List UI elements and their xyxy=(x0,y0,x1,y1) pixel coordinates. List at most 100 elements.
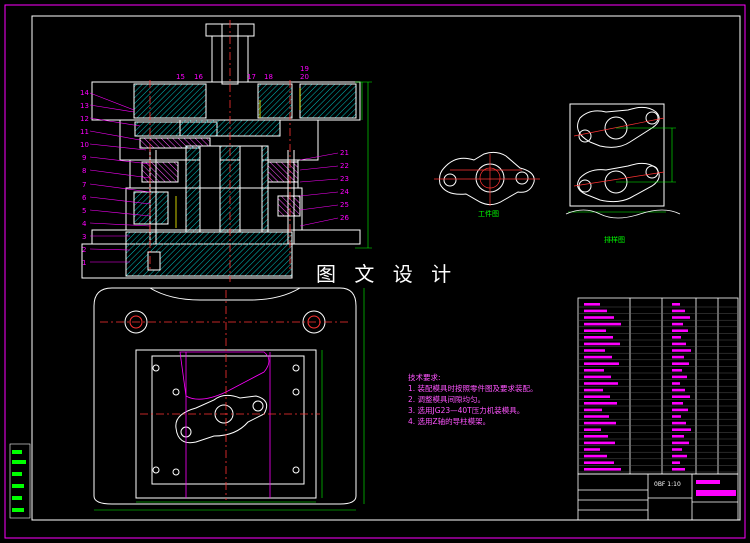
bom-row-name-mark xyxy=(672,435,684,438)
bom-row-code-mark xyxy=(584,461,614,464)
label-20: 20 xyxy=(300,73,309,81)
strip-dimensions xyxy=(568,127,676,213)
bom-row-code-mark xyxy=(584,362,619,365)
bom-row-name-mark xyxy=(672,428,691,431)
bom-row-name-mark xyxy=(672,342,686,346)
title-block xyxy=(577,473,739,521)
bom-row-name-mark xyxy=(672,362,689,365)
workpiece-view xyxy=(439,151,535,206)
bom-row-code-mark xyxy=(584,408,602,412)
bom-row-name-mark xyxy=(672,316,690,319)
bom-row-name-mark xyxy=(672,382,680,385)
bom-rows xyxy=(578,303,738,473)
bom-row-name-mark xyxy=(672,461,680,464)
bom-row-code-mark xyxy=(584,342,620,346)
bom-row-code-mark xyxy=(584,421,616,425)
label-10: 10 xyxy=(80,141,89,149)
section-centerlines xyxy=(149,20,291,282)
label-4: 4 xyxy=(82,220,87,228)
section-dimensions xyxy=(355,81,372,249)
label-8: 8 xyxy=(82,167,86,175)
label-13: 13 xyxy=(80,102,89,110)
part-labels-right: 21 22 23 24 25 26 xyxy=(340,149,349,222)
bom-row-name-mark xyxy=(672,468,685,471)
label-22: 22 xyxy=(340,162,349,170)
inner-frame xyxy=(31,15,741,521)
label-11: 11 xyxy=(80,128,89,136)
bom-row-code-mark xyxy=(584,435,608,438)
label-3: 3 xyxy=(82,233,86,241)
label-1: 1 xyxy=(82,259,86,267)
label-7: 7 xyxy=(82,181,86,189)
leaders-left xyxy=(89,92,151,263)
section-view xyxy=(81,23,361,279)
plan-dimensions xyxy=(94,288,365,511)
title-block-magenta-bar xyxy=(696,490,736,496)
tech-note-2: 2. 调整模具间隙均匀。 xyxy=(408,395,486,404)
bom-row-name-mark xyxy=(672,421,686,425)
bom-row-code-mark xyxy=(584,329,606,332)
label-17: 17 xyxy=(247,73,256,81)
strip-layout-view xyxy=(569,103,665,207)
part-labels-left: 14 13 12 11 10 9 8 7 6 5 4 3 2 1 xyxy=(80,89,89,267)
outer-frame xyxy=(4,4,746,539)
tech-notes-title: 技术要求: xyxy=(408,373,441,382)
bom-row-code-mark xyxy=(584,382,618,385)
label-5: 5 xyxy=(82,207,86,215)
plan-view xyxy=(93,287,357,505)
bom-row-code-mark xyxy=(584,395,610,398)
bom-row-code-mark xyxy=(584,454,607,458)
label-2: 2 xyxy=(82,246,86,254)
bom-row-code-mark xyxy=(584,388,603,392)
watermark: 图 文 设 计 xyxy=(316,262,458,286)
label-18: 18 xyxy=(264,73,273,81)
label-9: 9 xyxy=(82,154,86,162)
title-block-scale: 0BF 1:10 xyxy=(654,481,681,488)
side-stamp xyxy=(9,443,31,519)
tech-note-1: 1. 装配模具时按照零件图及要求装配。 xyxy=(408,384,538,393)
layout-view-title: 排样图 xyxy=(604,235,625,244)
label-25: 25 xyxy=(340,201,349,209)
bom-row-name-mark xyxy=(672,402,683,405)
tech-note-4: 4. 选用Z轴的导柱模架。 xyxy=(408,417,491,426)
label-16: 16 xyxy=(194,73,203,81)
strip-centerlines xyxy=(573,117,665,187)
label-21: 21 xyxy=(340,149,349,157)
part-labels-top: 15 16 17 18 19 20 xyxy=(176,65,309,81)
label-14: 14 xyxy=(80,89,89,97)
workpiece-view-title: 工件图 xyxy=(478,209,499,218)
bom-row-name-mark xyxy=(672,369,682,372)
bom-row-code-mark xyxy=(584,355,612,359)
label-26: 26 xyxy=(340,214,349,222)
bom-row-name-mark xyxy=(672,349,691,352)
bom-row-code-mark xyxy=(584,316,614,319)
title-block-magenta-bar-2 xyxy=(696,480,720,484)
bom-row-code-mark xyxy=(584,441,615,445)
bom-row-code-mark xyxy=(584,468,621,471)
bom-row-name-mark xyxy=(672,322,683,326)
bom-row-code-mark xyxy=(584,303,600,306)
bom-row-name-mark xyxy=(672,448,682,451)
bom-row-code-mark xyxy=(584,375,611,379)
plan-centerlines xyxy=(100,290,350,500)
bom-row-name-mark xyxy=(672,388,685,392)
bom-row-code-mark xyxy=(584,309,607,313)
bom-row-name-mark xyxy=(672,408,688,412)
bom-row-code-mark xyxy=(584,322,621,326)
bom-row-name-mark xyxy=(672,303,680,306)
label-12: 12 xyxy=(80,115,89,123)
technical-notes: 技术要求: 1. 装配模具时按照零件图及要求装配。 2. 调整模具间隙均匀。 3… xyxy=(408,372,538,427)
label-19: 19 xyxy=(300,65,309,73)
bom-row-code-mark xyxy=(584,369,604,372)
bom-row-code-mark xyxy=(584,415,609,418)
bom-row-name-mark xyxy=(672,355,684,359)
strip-break-line xyxy=(565,209,681,219)
label-6: 6 xyxy=(82,194,87,202)
bom-row-name-mark xyxy=(672,329,688,332)
bom-row-code-mark xyxy=(584,402,617,405)
label-23: 23 xyxy=(340,175,349,183)
bom-row-name-mark xyxy=(672,415,681,418)
bom-row-code-mark xyxy=(584,428,601,431)
bom-row-code-mark xyxy=(584,349,605,352)
